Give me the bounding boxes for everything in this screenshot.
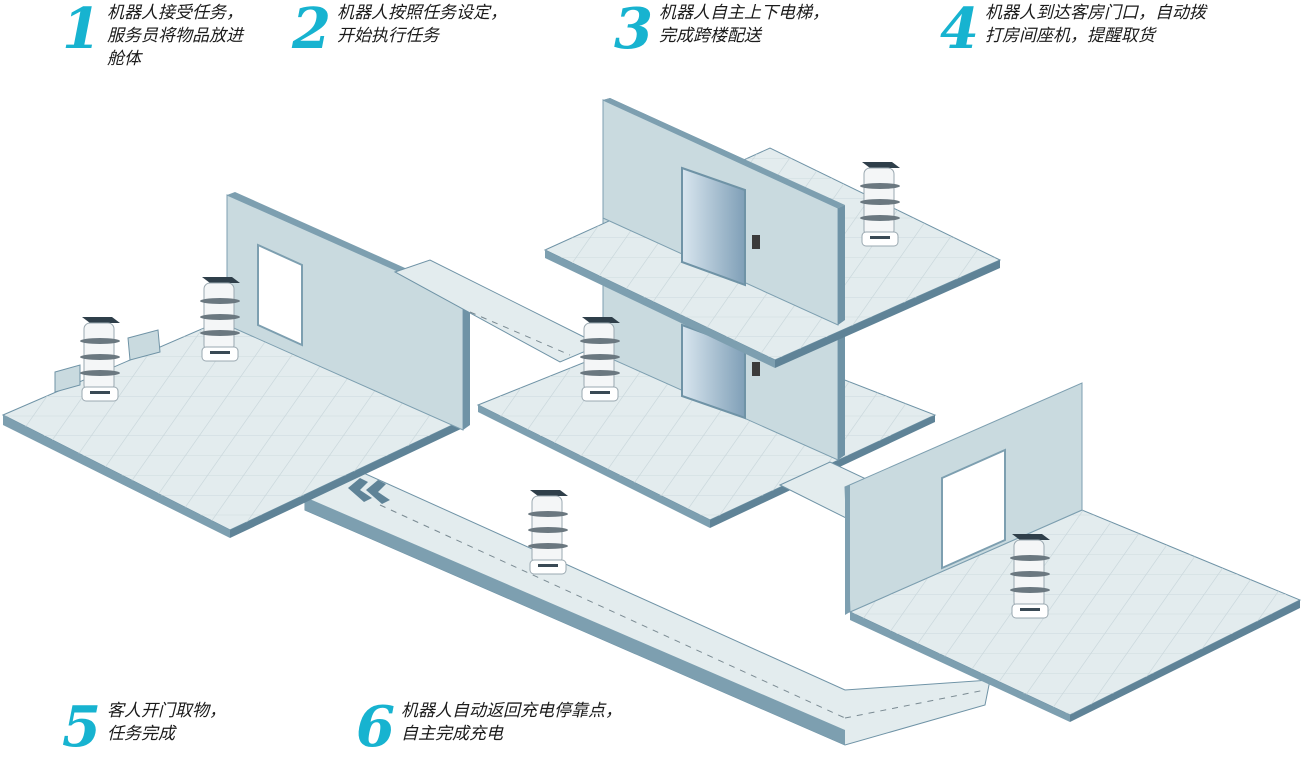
- step-6-number: 6: [356, 694, 395, 760]
- step-3: 3 机器人自主上下电梯， 完成跨楼配送: [614, 0, 829, 62]
- upper-floor: [543, 98, 1002, 368]
- return-path: [304, 469, 991, 746]
- step-5-text: 客人开门取物， 任务完成: [106, 701, 226, 744]
- start-room: [1, 192, 470, 538]
- delivery-robot: [80, 317, 120, 402]
- delivery-robot: [860, 162, 900, 247]
- step-6: 6 机器人自动返回充电停靠点， 自主完成充电: [356, 694, 622, 760]
- guest-room: [844, 382, 1302, 722]
- step-3-text: 机器人自主上下电梯， 完成跨楼配送: [658, 3, 829, 46]
- step-4: 4 机器人到达客房门口，自动拨 打房间座机，提醒取货: [940, 0, 1206, 62]
- delivery-robot: [580, 317, 620, 402]
- step-6-text: 机器人自动返回充电停靠点， 自主完成充电: [400, 701, 622, 744]
- direction-arrow: [348, 478, 390, 504]
- step-5-number: 5: [62, 694, 101, 760]
- step-1: 1 机器人接受任务， 服务员将物品放进 舱体: [62, 0, 243, 71]
- step-4-text: 机器人到达客房门口，自动拨 打房间座机，提醒取货: [984, 3, 1206, 46]
- delivery-robot: [200, 277, 240, 362]
- lower-elevator-button: [752, 362, 760, 376]
- step-1-text: 机器人接受任务， 服务员将物品放进 舱体: [106, 3, 243, 69]
- step-5: 5 客人开门取物， 任务完成: [62, 694, 226, 760]
- step-3-number: 3: [614, 0, 653, 62]
- delivery-robot: [528, 490, 568, 575]
- step-1-number: 1: [62, 0, 101, 62]
- step-2-number: 2: [292, 0, 331, 62]
- delivery-robot: [1010, 534, 1050, 619]
- step-4-number: 4: [940, 0, 979, 62]
- step-2: 2 机器人按照任务设定， 开始执行任务: [292, 0, 507, 62]
- step-2-text: 机器人按照任务设定， 开始执行任务: [336, 3, 507, 46]
